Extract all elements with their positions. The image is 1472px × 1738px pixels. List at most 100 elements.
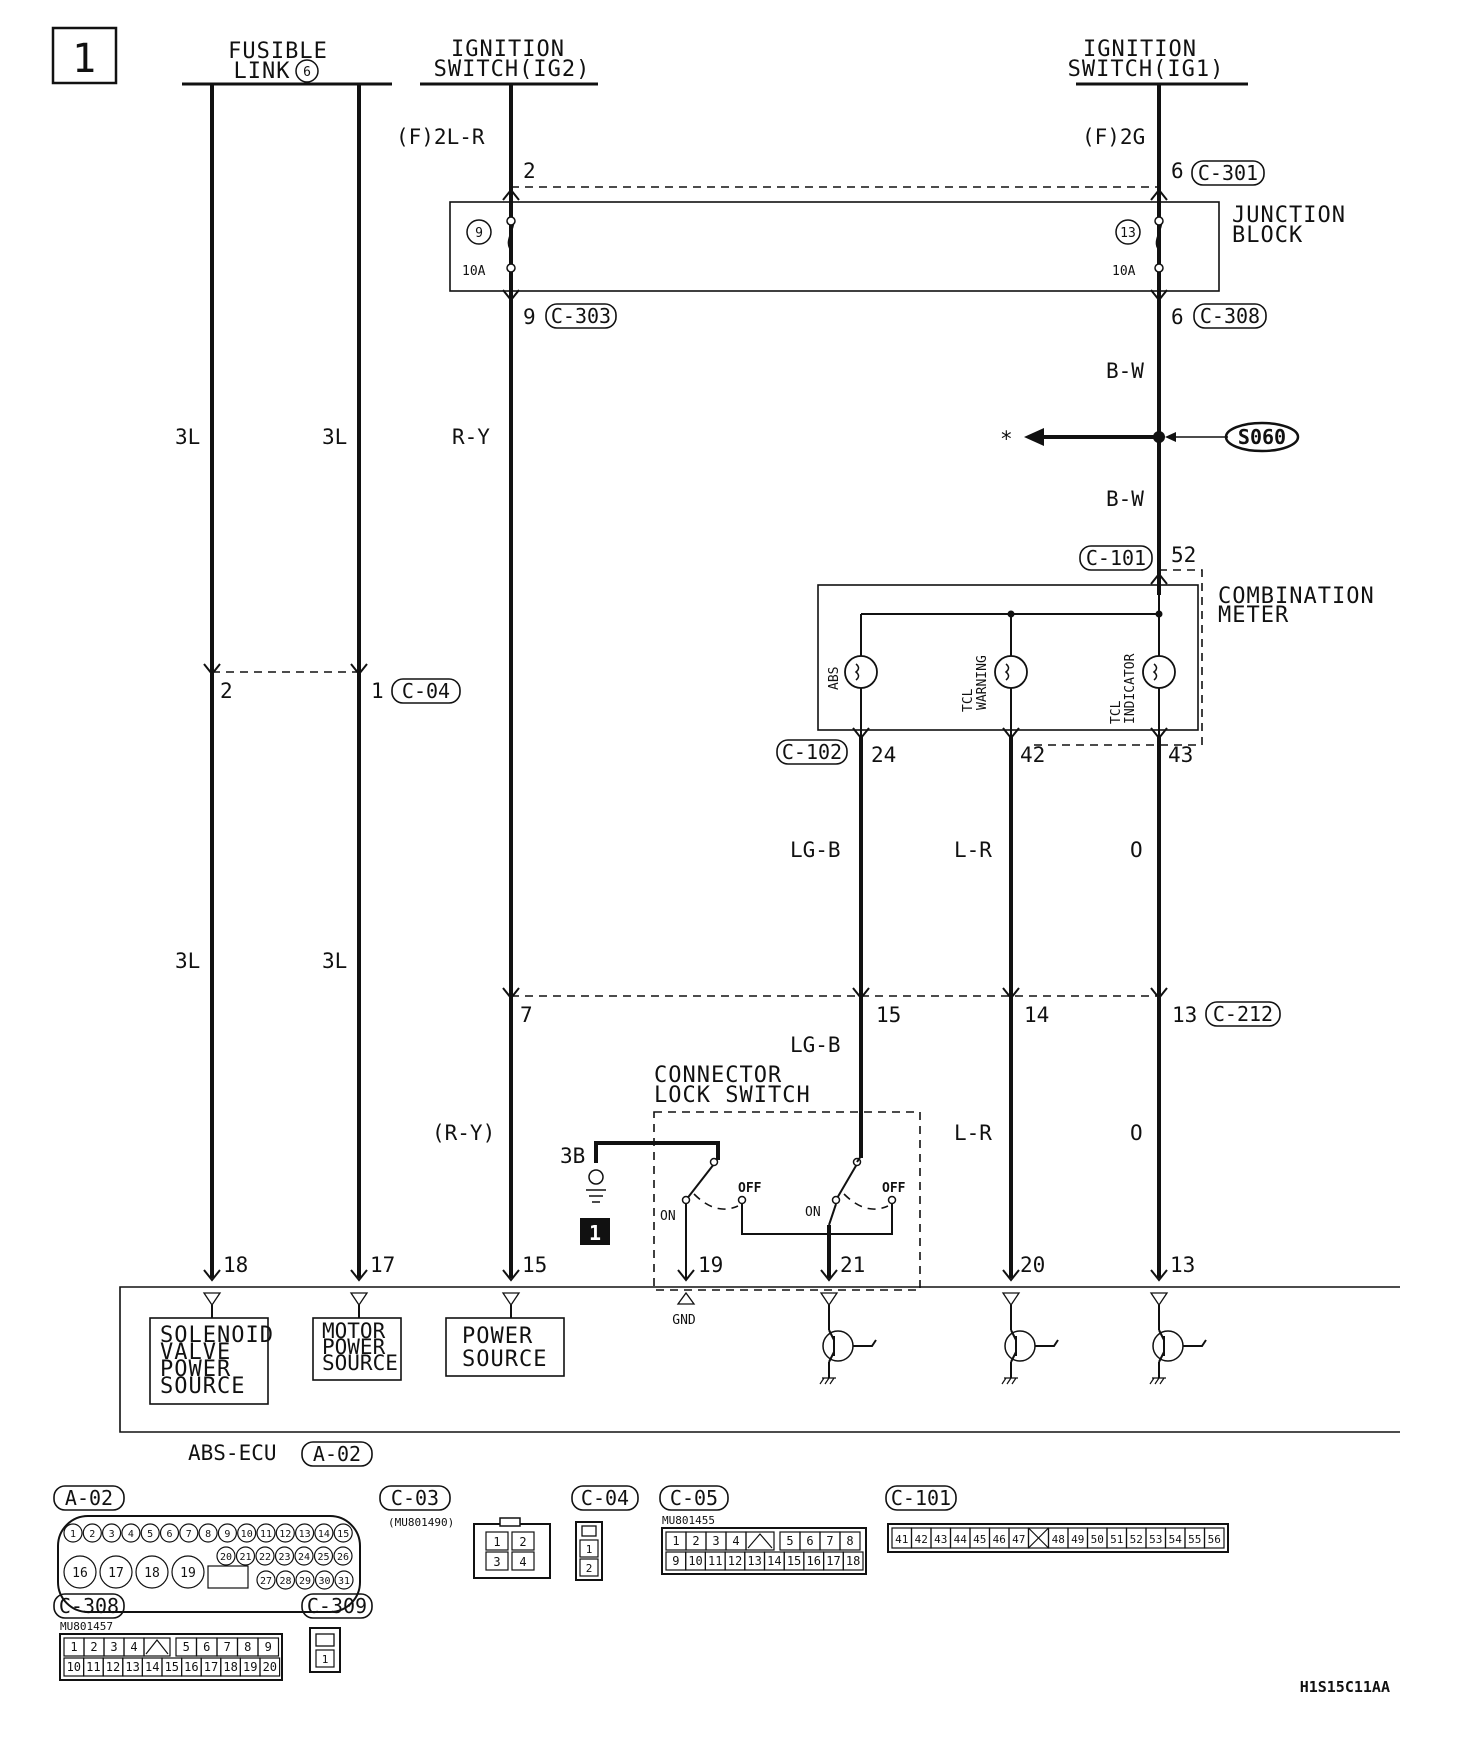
fuse-9-terminal-b <box>506 263 516 273</box>
c308-cell-label: 17 <box>204 1660 218 1674</box>
a02-pin-label: 24 <box>298 1552 310 1563</box>
lamp-abs-label: ABS <box>827 667 842 690</box>
splice-s060: * S060 <box>1000 421 1300 453</box>
ig2-wire-color: (F)2L-R <box>396 125 485 149</box>
c05-cell <box>842 1551 864 1571</box>
switch-a-on-contact <box>681 1195 691 1205</box>
c101-cell-label: 56 <box>1208 1533 1221 1546</box>
c102-arrow-a <box>852 727 870 740</box>
motor-power-line-2: POWER <box>322 1335 386 1359</box>
a02-pin <box>295 1523 315 1543</box>
a02-pin-label: 10 <box>241 1529 253 1540</box>
lock-switch-title-2: LOCK SWITCH <box>654 1083 811 1108</box>
c05-cell-label: 9 <box>672 1554 679 1568</box>
c03-part: (MU801490) <box>388 1516 454 1529</box>
power-source-line-1: POWER <box>462 1324 533 1349</box>
svg-text:C-308: C-308 <box>59 1594 119 1618</box>
c308-cell-label: 18 <box>223 1660 237 1674</box>
svg-text:C-03: C-03 <box>391 1486 439 1510</box>
c308-label: C-308 <box>1193 303 1267 329</box>
a02-housing <box>57 1515 361 1613</box>
meter-dashed-frame <box>1028 569 1203 746</box>
fusible-link-header: FUSIBLE LINK 6 <box>182 39 392 86</box>
c308-part: MU801457 <box>60 1620 113 1633</box>
a02-pin-label: 23 <box>278 1552 290 1563</box>
c309-housing <box>309 1627 341 1673</box>
wire-color-o-low: O <box>1130 1121 1143 1145</box>
c309-key <box>315 1633 335 1647</box>
a02-large-pin <box>99 1555 133 1589</box>
lock-switch-dashed-frame <box>653 1111 921 1291</box>
c101-blank-mark <box>1028 1527 1049 1549</box>
c212-pin-7: 7 <box>520 1003 533 1027</box>
c101-cell-label: 45 <box>973 1533 986 1546</box>
a02-pin <box>333 1523 353 1543</box>
wire-color-o: O <box>1130 838 1143 862</box>
a02-pin <box>121 1523 141 1543</box>
c03-key <box>499 1517 521 1527</box>
svg-text:A-02: A-02 <box>65 1486 113 1510</box>
c05-cell-label: 12 <box>728 1554 742 1568</box>
c212-arrow-15 <box>852 987 870 1000</box>
meter-out-pin-43: 43 <box>1168 743 1193 767</box>
c101-cell-label: 53 <box>1149 1533 1162 1546</box>
transistor-13 <box>1149 1305 1207 1385</box>
solenoid-valve-line-3: POWER <box>160 1357 231 1382</box>
a02-pin <box>179 1523 199 1543</box>
c301-label: C-301 <box>1191 160 1265 186</box>
a02-pin-label: 3 <box>109 1529 115 1540</box>
fusible-link-number-circle <box>295 59 319 83</box>
wire-color-lgb-low: LG-B <box>790 1033 841 1057</box>
svg-text:C-309: C-309 <box>307 1594 367 1618</box>
a02-pin-label: 22 <box>259 1552 271 1563</box>
transistor-20 <box>1001 1305 1059 1385</box>
c04-cell-label: 1 <box>586 1543 593 1556</box>
c308-cell-label: 9 <box>265 1640 272 1654</box>
wire-color-bw-bottom: B-W <box>1106 487 1144 511</box>
ecu-internal-terminals <box>202 1291 1169 1307</box>
ground-number-box <box>580 1218 610 1245</box>
c102-arrow-b <box>1002 727 1020 740</box>
svg-text:C-301: C-301 <box>1198 161 1258 185</box>
meter-out-pin-42: 42 <box>1020 743 1045 767</box>
c101-cell-label: 48 <box>1052 1533 1065 1546</box>
c04-housing <box>575 1521 603 1581</box>
c03-cell <box>485 1531 509 1551</box>
svg-text:C-102: C-102 <box>782 740 842 764</box>
c212-pin-15: 15 <box>876 1003 901 1027</box>
splice-label: S060 <box>1238 425 1286 449</box>
c308-cell-label: 19 <box>243 1660 257 1674</box>
wire-color-ry-low: (R-Y) <box>432 1121 495 1145</box>
c308-cell-label: 20 <box>263 1660 277 1674</box>
switch-a-travel <box>693 1193 739 1210</box>
ecu-pin-17: 17 <box>370 1253 395 1277</box>
switch-a-off-contact <box>737 1195 747 1205</box>
a02-pin <box>159 1523 180 1543</box>
c212-label: C-212 <box>1205 1001 1281 1027</box>
wire-color-lgb: LG-B <box>790 838 841 862</box>
a02-pin <box>255 1546 275 1566</box>
a02-large-pin <box>135 1555 169 1589</box>
c101-cell-label: 46 <box>993 1533 1006 1546</box>
a02-pin-label: 9 <box>224 1529 230 1540</box>
c04-cell <box>579 1539 599 1558</box>
fuse-9-terminal-a <box>506 216 516 226</box>
a02-pin <box>295 1570 315 1590</box>
c308-cell <box>257 1637 280 1657</box>
fusible-link-title-2: LINK <box>234 59 291 84</box>
a02-pin-label: 1 <box>70 1529 76 1540</box>
c05-part: MU801455 <box>662 1514 715 1527</box>
ground-point <box>588 1169 604 1185</box>
c04-arrow-a <box>203 663 221 676</box>
a02-pin <box>63 1523 83 1543</box>
a02-large-pin-label: 19 <box>180 1566 196 1581</box>
power-source-line-2: SOURCE <box>462 1347 547 1372</box>
ecu-connector-label: A-02 <box>301 1441 373 1467</box>
ecu-pin-19: 19 <box>698 1253 723 1277</box>
c05-cell-label: 15 <box>787 1554 801 1568</box>
junction-block: JUNCTION BLOCK 9 10A 13 10A <box>449 201 1345 292</box>
c04-pin-b: 1 <box>371 679 384 703</box>
a02-large-pin-label: 16 <box>72 1566 88 1581</box>
